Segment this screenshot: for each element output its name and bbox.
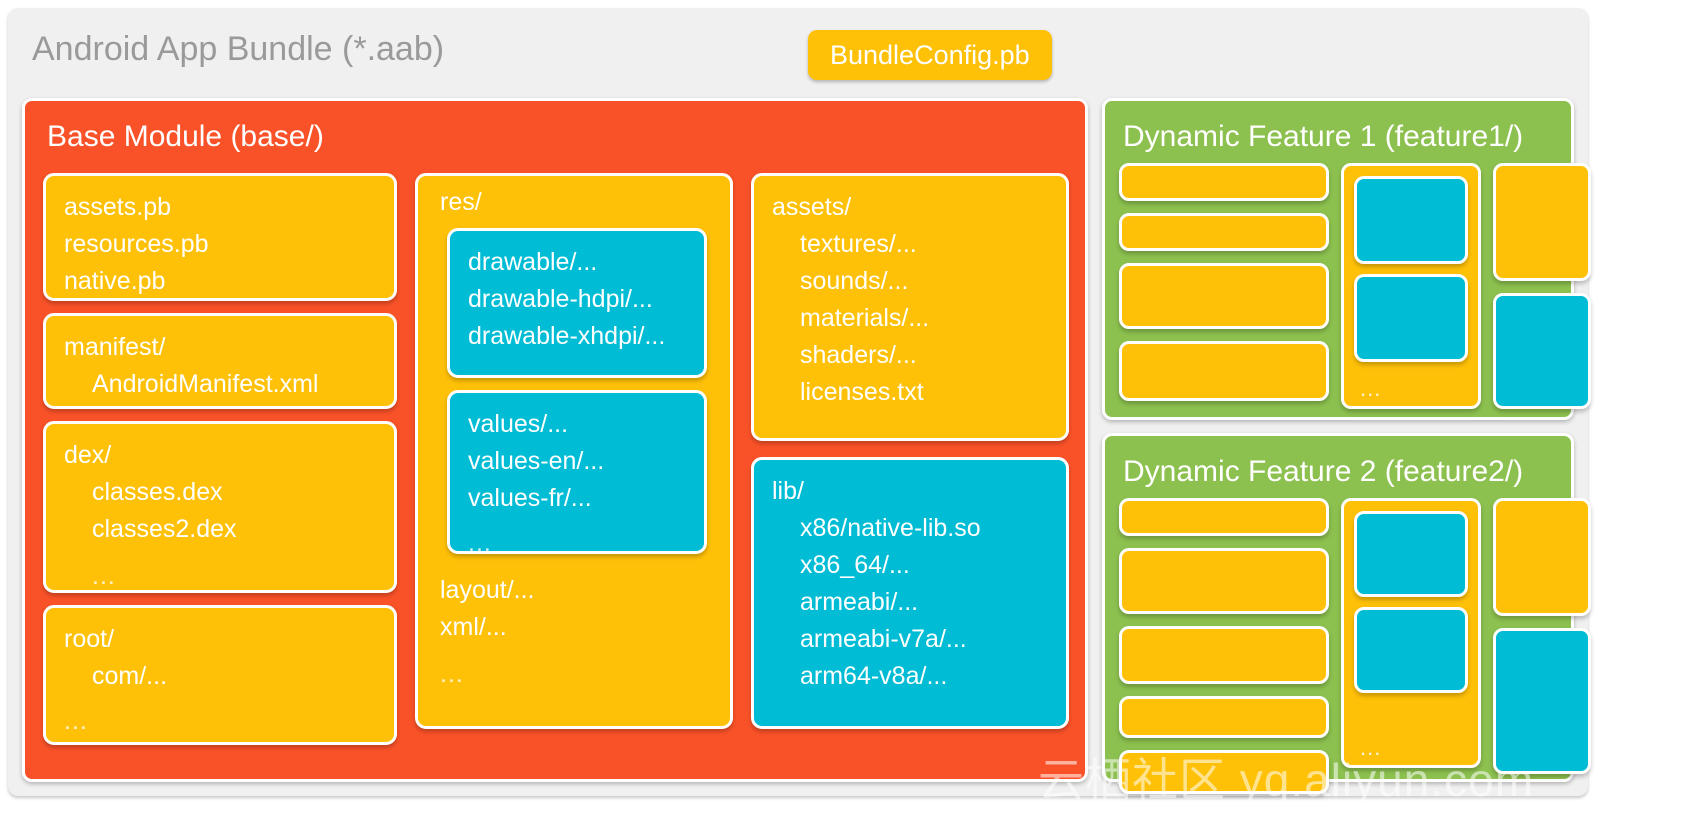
file-resources-pb: resources.pb bbox=[64, 230, 209, 258]
feature-2-column-c bbox=[1493, 498, 1591, 774]
drawable-group-card: drawable/... drawable-hdpi/... drawable-… bbox=[447, 228, 707, 378]
assets-dir-card: assets/ textures/... sounds/... material… bbox=[751, 173, 1069, 441]
proto-files-lines: assets.pb resources.pb native.pb bbox=[46, 176, 394, 298]
dynamic-feature-1-title: Dynamic Feature 1 (feature1/) bbox=[1123, 120, 1524, 153]
manifest-dir-card: manifest/ AndroidManifest.xml bbox=[43, 313, 397, 409]
feature-2-assets-box bbox=[1493, 498, 1591, 616]
root-dir-lines: root/ com/... ... bbox=[46, 608, 394, 742]
dex-dir-card: dex/ classes.dex classes2.dex ... bbox=[43, 421, 397, 593]
dir-armeabi-v7a: armeabi-v7a/... bbox=[800, 625, 967, 653]
dir-res-label: res/ bbox=[440, 188, 482, 216]
feature-2-column-a bbox=[1119, 498, 1329, 806]
values-group-lines: values/... values-en/... values-fr/... .… bbox=[450, 393, 704, 554]
dir-materials: materials/... bbox=[800, 304, 930, 332]
drawable-group-lines: drawable/... drawable-hdpi/... drawable-… bbox=[450, 231, 704, 375]
assets-dir-lines: assets/ textures/... sounds/... material… bbox=[754, 176, 1066, 425]
dir-assets: assets/ bbox=[772, 193, 852, 221]
dir-values-fr: values-fr/... bbox=[468, 484, 592, 512]
feature-1-column-a bbox=[1119, 163, 1329, 413]
dir-drawable-xhdpi: drawable-xhdpi/... bbox=[468, 322, 666, 350]
lib-dir-lines: lib/ x86/native-lib.so x86_64/... armeab… bbox=[754, 460, 1066, 709]
feature-2-bar-4 bbox=[1119, 696, 1329, 738]
feature-1-assets-box bbox=[1493, 163, 1591, 281]
res-remaining-dirs: layout/... xml/... ... bbox=[440, 572, 535, 693]
feature-1-bar-4 bbox=[1119, 341, 1329, 401]
bundle-config-file-card: BundleConfig.pb bbox=[808, 30, 1052, 80]
dir-dex: dex/ bbox=[64, 441, 112, 469]
dir-textures: textures/... bbox=[800, 230, 917, 258]
root-ellipsis: ... bbox=[64, 707, 88, 735]
base-module-title: Base Module (base/) bbox=[47, 120, 324, 153]
feature-1-res-box-1 bbox=[1354, 176, 1468, 264]
feature-1-bar-3 bbox=[1119, 263, 1329, 329]
feature-1-res-wrapper: ... bbox=[1341, 163, 1481, 409]
android-app-bundle-container: Android App Bundle (*.aab) BundleConfig.… bbox=[8, 8, 1591, 806]
dir-xml: xml/... bbox=[440, 613, 507, 641]
proto-files-card: assets.pb resources.pb native.pb bbox=[43, 173, 397, 301]
lib-dir-card: lib/ x86/native-lib.so x86_64/... armeab… bbox=[751, 457, 1069, 729]
drawable-ellipsis: ... bbox=[468, 363, 686, 375]
dynamic-feature-1-panel: Dynamic Feature 1 (feature1/) ... bbox=[1102, 98, 1591, 420]
res-ellipsis: ... bbox=[440, 660, 464, 688]
feature-2-res-wrapper: ... bbox=[1341, 498, 1481, 768]
file-x86-native-lib-so: x86/native-lib.so bbox=[800, 514, 981, 542]
dir-lib: lib/ bbox=[772, 477, 804, 505]
feature-1-column-c bbox=[1493, 163, 1591, 409]
dir-armeabi: armeabi/... bbox=[800, 588, 919, 616]
feature-2-column-b: ... bbox=[1341, 498, 1481, 768]
dir-values-en: values-en/... bbox=[468, 447, 605, 475]
dir-drawable: drawable/... bbox=[468, 248, 598, 276]
dir-sounds: sounds/... bbox=[800, 267, 909, 295]
res-dir-card: res/ drawable/... drawable-hdpi/... draw… bbox=[415, 173, 733, 729]
dex-ellipsis: ... bbox=[92, 562, 116, 590]
dir-values: values/... bbox=[468, 410, 569, 438]
feature-2-res-box-2 bbox=[1354, 607, 1468, 693]
feature-2-bar-3 bbox=[1119, 626, 1329, 684]
bundle-title: Android App Bundle (*.aab) bbox=[32, 30, 445, 68]
file-licenses-txt: licenses.txt bbox=[800, 378, 924, 406]
feature-2-res-box-1 bbox=[1354, 511, 1468, 597]
feature-1-bar-1 bbox=[1119, 163, 1329, 201]
feature-2-bar-2 bbox=[1119, 548, 1329, 614]
root-dir-card: root/ com/... ... bbox=[43, 605, 397, 745]
dynamic-feature-2-panel: Dynamic Feature 2 (feature2/) ... bbox=[1102, 433, 1591, 794]
dir-root: root/ bbox=[64, 625, 115, 653]
feature-2-bar-5 bbox=[1119, 750, 1329, 794]
file-classes2-dex: classes2.dex bbox=[92, 515, 237, 543]
dir-arm64-v8a: arm64-v8a/... bbox=[800, 662, 948, 690]
dir-layout: layout/... bbox=[440, 576, 535, 604]
dynamic-feature-2-title: Dynamic Feature 2 (feature2/) bbox=[1123, 455, 1524, 488]
manifest-dir-lines: manifest/ AndroidManifest.xml bbox=[46, 316, 394, 406]
dir-manifest: manifest/ bbox=[64, 333, 166, 361]
feature-1-res-box-2 bbox=[1354, 274, 1468, 362]
dir-com: com/... bbox=[92, 662, 168, 690]
feature-1-lib-box bbox=[1493, 293, 1591, 409]
file-android-manifest-xml: AndroidManifest.xml bbox=[92, 370, 319, 398]
feature-2-res-ellipsis: ... bbox=[1360, 735, 1382, 760]
dir-x86-64: x86_64/... bbox=[800, 551, 910, 579]
dynamic-feature-1-body: ... bbox=[1119, 163, 1591, 417]
file-assets-pb: assets.pb bbox=[64, 193, 172, 221]
feature-1-bar-2 bbox=[1119, 213, 1329, 251]
file-native-pb: native.pb bbox=[64, 267, 166, 295]
values-group-card: values/... values-en/... values-fr/... .… bbox=[447, 390, 707, 554]
dex-dir-lines: dex/ classes.dex classes2.dex ... bbox=[46, 424, 394, 590]
dir-shaders: shaders/... bbox=[800, 341, 917, 369]
dir-drawable-hdpi: drawable-hdpi/... bbox=[468, 285, 653, 313]
base-module-panel: Base Module (base/) assets.pb resources.… bbox=[22, 98, 1088, 782]
feature-1-res-ellipsis: ... bbox=[1360, 376, 1382, 401]
feature-2-bar-1 bbox=[1119, 498, 1329, 536]
file-classes-dex: classes.dex bbox=[92, 478, 223, 506]
feature-1-column-b: ... bbox=[1341, 163, 1481, 409]
dynamic-feature-2-body: ... bbox=[1119, 498, 1591, 794]
feature-2-lib-box bbox=[1493, 628, 1591, 774]
values-ellipsis: ... bbox=[468, 529, 492, 554]
